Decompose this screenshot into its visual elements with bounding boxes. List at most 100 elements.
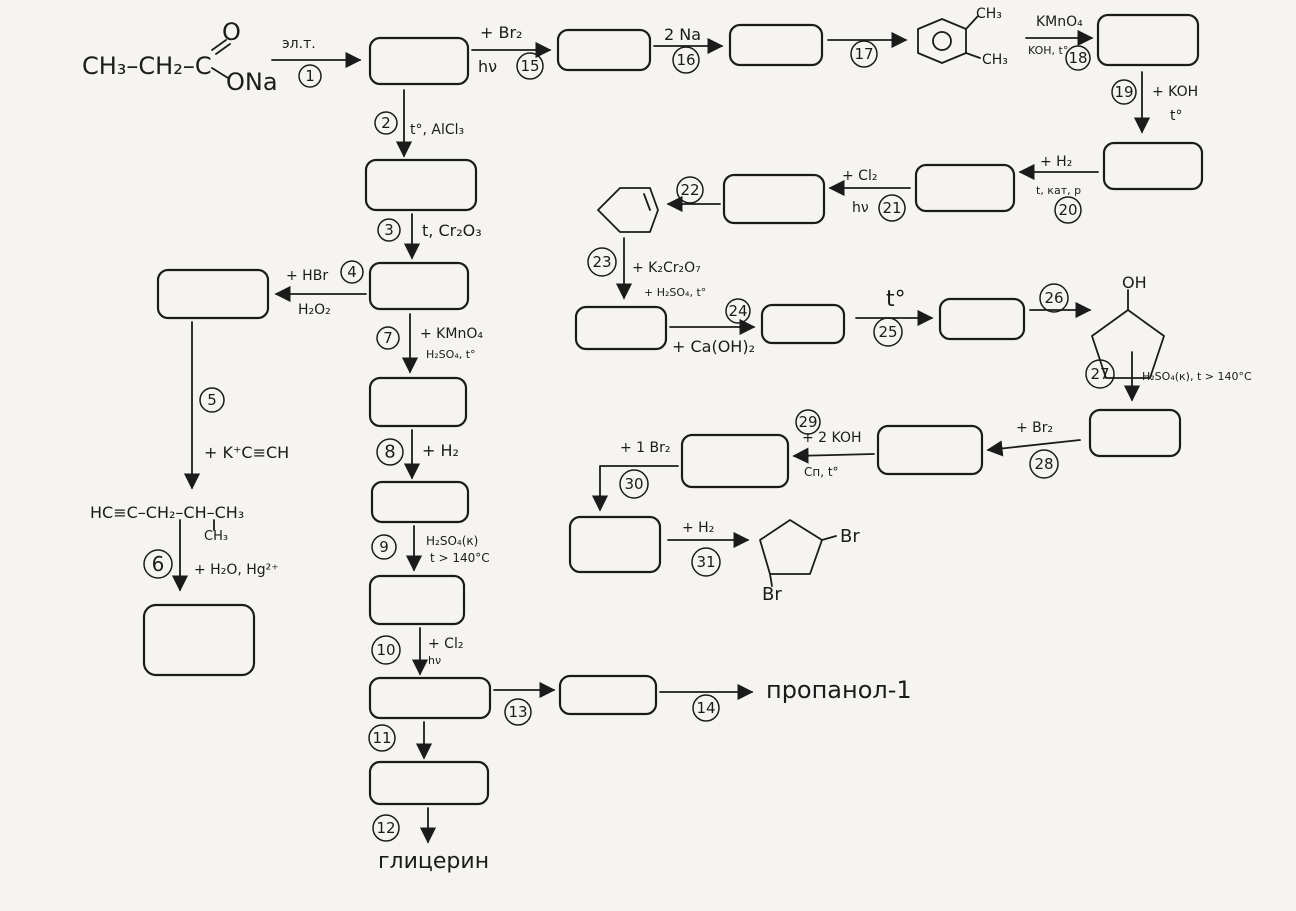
cyclopentanol-structure: OH <box>1091 273 1165 379</box>
step-circle <box>1054 196 1082 224</box>
condition-25: t° <box>886 287 906 312</box>
blank-box-30[interactable] <box>568 515 662 574</box>
step-circle <box>587 247 617 277</box>
blank-box-21[interactable] <box>722 173 826 225</box>
blank-box-24[interactable] <box>760 303 846 345</box>
step-circle <box>878 194 906 222</box>
condition-19b: t° <box>1170 108 1183 124</box>
blank-box-27[interactable] <box>1088 408 1182 458</box>
product-propanol: пропанол-1 <box>766 676 912 704</box>
condition-4b: H₂O₂ <box>298 302 331 318</box>
step-number-4: 4 <box>347 263 357 281</box>
condition-20b: t, кат, p <box>1036 184 1081 197</box>
step-number-14: 14 <box>696 699 715 717</box>
arrow-30 <box>591 465 679 512</box>
methyl-bond <box>965 15 979 30</box>
step-number-8: 8 <box>384 442 395 463</box>
blank-box-3[interactable] <box>368 261 470 311</box>
blank-box-9[interactable] <box>368 574 466 626</box>
hydroxyl-group: OH <box>1122 273 1147 292</box>
step-circle <box>504 698 532 726</box>
condition-1: эл.т. <box>282 36 316 52</box>
step-number-20: 20 <box>1058 201 1077 219</box>
bromine-1: Br <box>840 526 860 547</box>
step-number-11: 11 <box>372 729 391 747</box>
double-bond-line <box>215 43 231 55</box>
condition-18b: KOH, t° <box>1028 44 1068 57</box>
condition-29b: Сп, t° <box>804 465 839 479</box>
step-number-1: 1 <box>305 67 315 85</box>
step-number-18: 18 <box>1068 49 1087 67</box>
condition-28: + Br₂ <box>1016 420 1053 436</box>
condition-30: + 1 Br₂ <box>620 440 671 456</box>
blank-box-25[interactable] <box>938 297 1026 341</box>
double-bond-line <box>643 193 651 211</box>
blank-box-11[interactable] <box>368 760 490 806</box>
single-bond-line <box>211 67 229 79</box>
step-number-5: 5 <box>207 391 217 409</box>
blank-box-28[interactable] <box>876 424 984 476</box>
condition-23: + K₂Cr₂O₇ <box>632 260 701 276</box>
blank-box-20[interactable] <box>914 163 1016 213</box>
condition-15: + Br₂ <box>480 23 522 42</box>
step-circle <box>377 218 401 242</box>
step-number-31: 31 <box>696 553 715 571</box>
step-circle <box>374 111 398 135</box>
step-number-10: 10 <box>376 641 395 659</box>
cyclohexene-ring <box>597 187 659 233</box>
blank-box-15[interactable] <box>556 28 652 72</box>
step-circle <box>676 176 704 204</box>
step-circle <box>1029 449 1059 479</box>
blank-box-16[interactable] <box>728 23 824 67</box>
condition-9b: t > 140°C <box>430 551 490 565</box>
step-numbers: 1 2 3 4 5 6 7 8 9 10 11 12 13 14 15 16 1… <box>143 40 1137 842</box>
step-number-7: 7 <box>383 329 393 347</box>
blank-box-2[interactable] <box>364 158 478 212</box>
blank-box-19[interactable] <box>1102 141 1204 191</box>
alkyne-structure: HC≡C–CH₂–CH–CH₃ CH₃ <box>90 503 244 544</box>
blank-box-7[interactable] <box>368 376 468 428</box>
step-circle <box>143 549 173 579</box>
cyclopentane-ring <box>1091 309 1165 379</box>
blank-box-1[interactable] <box>368 36 470 86</box>
carbonyl-oxygen: O <box>222 18 241 46</box>
condition-9: H₂SO₄(к) <box>426 534 478 548</box>
step-number-21: 21 <box>882 199 901 217</box>
blank-box-23[interactable] <box>574 305 668 351</box>
condition-2: t°, AlCl₃ <box>410 122 464 138</box>
start-compound: CH₃–CH₂–C O ONa <box>82 18 278 96</box>
condition-29: + 2 KOH <box>802 430 862 446</box>
step-circle <box>672 46 700 74</box>
blank-box-4[interactable] <box>156 268 270 320</box>
step-number-15: 15 <box>520 57 539 75</box>
alkyne-branch: CH₃ <box>204 529 228 544</box>
step-number-25: 25 <box>878 323 897 341</box>
blank-box-6[interactable] <box>142 603 256 677</box>
step-number-3: 3 <box>384 221 394 239</box>
blank-box-29[interactable] <box>680 433 790 489</box>
condition-7: + KMnO₄ <box>420 326 483 342</box>
condition-21b: hν <box>852 200 869 216</box>
step-circle <box>692 694 720 722</box>
condition-3: t, Cr₂O₃ <box>422 221 482 240</box>
blank-box-18[interactable] <box>1096 13 1200 67</box>
step-circle <box>725 298 751 324</box>
methyl-bond <box>965 52 981 59</box>
blank-boxes <box>142 13 1204 806</box>
step-number-12: 12 <box>376 819 395 837</box>
step-number-13: 13 <box>508 703 527 721</box>
product-glycerol: глицерин <box>378 849 489 874</box>
step-circle <box>795 409 821 435</box>
alkyne-chain: HC≡C–CH₂–CH–CH₃ <box>90 503 244 522</box>
condition-18: KMnO₄ <box>1036 14 1083 30</box>
condition-8: + H₂ <box>422 441 459 460</box>
step-circle <box>376 326 400 350</box>
blank-box-8[interactable] <box>370 480 470 524</box>
blank-box-10[interactable] <box>368 676 492 720</box>
step-circle <box>340 260 364 284</box>
blank-box-13[interactable] <box>558 674 658 716</box>
step-number-26: 26 <box>1044 289 1063 307</box>
cyclohexene-structure <box>597 187 659 233</box>
step-number-19: 19 <box>1114 83 1133 101</box>
